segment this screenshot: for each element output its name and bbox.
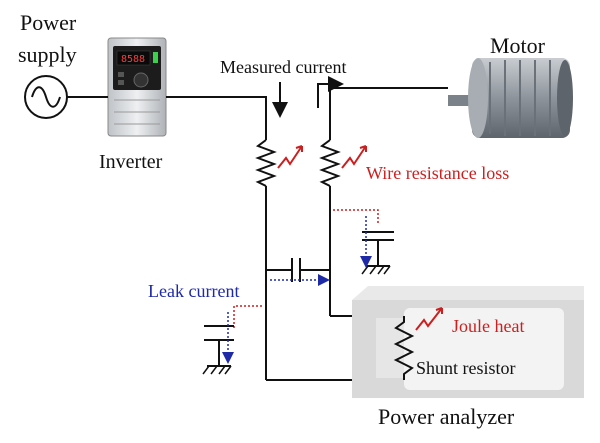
- motor-label: Motor: [490, 33, 546, 58]
- measured-current-arrows: [272, 76, 344, 118]
- inverter-display: 8588: [121, 54, 145, 65]
- inverter-device-icon: 8588: [107, 37, 167, 137]
- power-analyzer-icon: [352, 286, 584, 398]
- shunt-resistor-label: Shunt resistor: [416, 358, 516, 378]
- wire-resistor-left: [255, 139, 277, 187]
- joule-heat-label: Joule heat: [452, 316, 524, 336]
- power-analyzer-label: Power analyzer: [378, 404, 515, 429]
- leak-current-label: Leak current: [148, 281, 239, 301]
- measured-current-label: Measured current: [220, 57, 346, 77]
- leak-path-right: [333, 209, 394, 275]
- leak-path-left: [202, 305, 262, 375]
- wire-resistance-loss-label: Wire resistance loss: [366, 163, 509, 183]
- wire-resistor-right: [319, 139, 341, 187]
- heat-arrow-icon: [277, 145, 367, 169]
- power-supply-label-line1: Power: [20, 10, 77, 35]
- ac-source-icon: [24, 75, 68, 119]
- motor-icon: [448, 58, 573, 138]
- power-supply-label-line2: supply: [18, 42, 77, 67]
- inverter-label: Inverter: [99, 151, 163, 173]
